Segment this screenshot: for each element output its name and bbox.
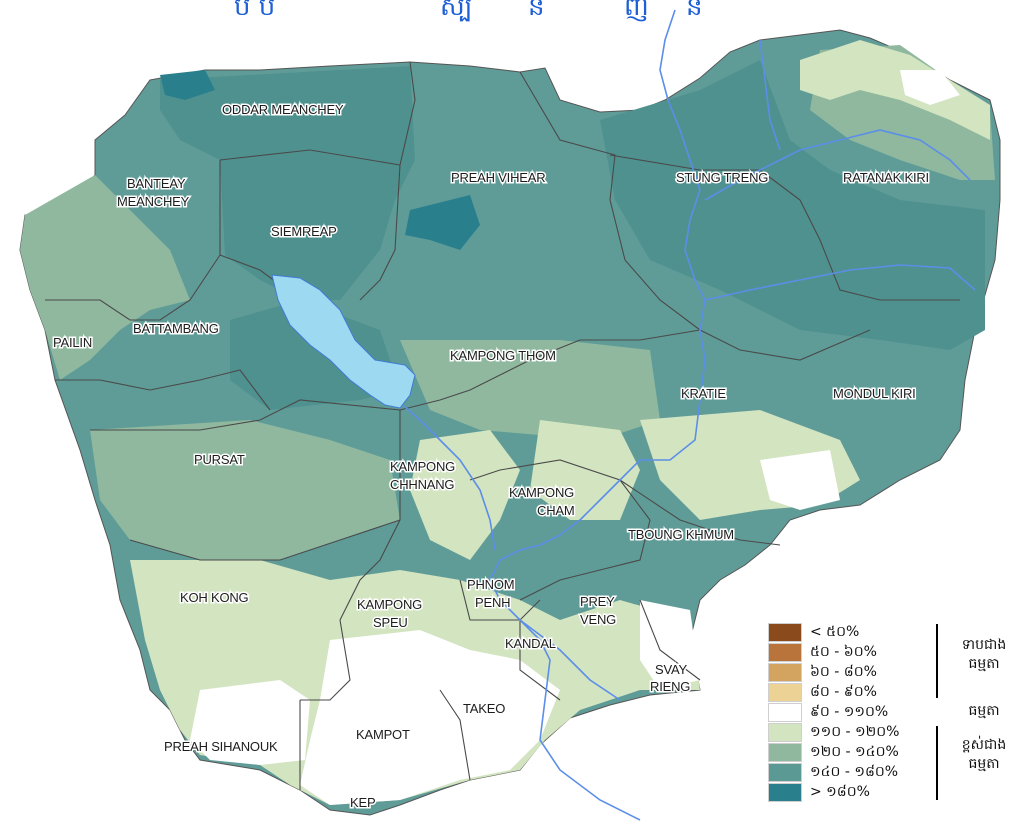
legend-label: > ១៨០% bbox=[810, 783, 870, 800]
zone-light bbox=[410, 430, 520, 560]
zone-darkest bbox=[405, 195, 480, 250]
zone-normal bbox=[900, 70, 960, 105]
province-label-battambang: BATTAMBANG bbox=[133, 321, 219, 336]
legend-item: ៦០ - ៨០% bbox=[768, 662, 877, 682]
legend-swatch bbox=[768, 782, 802, 802]
province-label-takeo: TAKEO bbox=[463, 701, 505, 716]
province-label-phnom-penh: PHNOM bbox=[467, 577, 514, 592]
legend-swatch bbox=[768, 682, 802, 702]
legend-item: > ១៨០% bbox=[768, 782, 870, 802]
province-label-kratie: KRATIE bbox=[681, 386, 726, 401]
province-label-prey-veng: PREY bbox=[580, 594, 615, 609]
province-label-kampong-cham: CHAM bbox=[537, 503, 574, 518]
zone-mid bbox=[90, 420, 400, 560]
legend-label: ១២០ - ១៤០% bbox=[810, 743, 899, 760]
province-label-kep: KEP bbox=[350, 795, 375, 810]
legend-label: ៦០ - ៨០% bbox=[810, 663, 877, 680]
province-label-kampong-speu: SPEU bbox=[373, 615, 408, 630]
legend-swatch bbox=[768, 662, 802, 682]
legend-swatch bbox=[768, 702, 802, 722]
legend-group-above-normal: ខ្ពស់ជាង ធម្មតា bbox=[961, 737, 1007, 772]
province-label-kampong-chhnang: CHHNANG bbox=[390, 477, 454, 492]
province-label-banteay-meanchey: MEANCHEY bbox=[117, 194, 190, 209]
title-fragment: ញ bbox=[624, 0, 649, 22]
legend-swatch bbox=[768, 622, 802, 642]
province-labels: ODDAR MEANCHEY PREAH VIHEAR STUNG TRENG … bbox=[52, 101, 931, 812]
zone-light bbox=[530, 420, 640, 520]
zone-normal bbox=[760, 450, 840, 510]
province-label-kandal: KANDAL bbox=[505, 636, 556, 651]
province-label-svay-rieng: RIENG bbox=[650, 679, 690, 694]
zone-normal bbox=[640, 600, 700, 690]
zone-darkest bbox=[160, 70, 215, 100]
province-label-preah-vihear: PREAH VIHEAR bbox=[451, 170, 545, 185]
legend-item: ១២០ - ១៤០% bbox=[768, 742, 899, 762]
zone-normal bbox=[300, 630, 560, 805]
province-label-pursat: PURSAT bbox=[194, 452, 245, 467]
zone-dark bbox=[600, 60, 985, 350]
zone-mid bbox=[400, 340, 660, 440]
legend-item: < ៥០% bbox=[768, 622, 859, 642]
zone-mid bbox=[20, 175, 190, 380]
province-label-kampong-cham: KAMPONG bbox=[509, 485, 574, 500]
province-label-kampot: KAMPOT bbox=[356, 727, 410, 742]
legend-group-below-normal: ទាបជាង ធម្មតា bbox=[961, 637, 1007, 672]
province-label-ratanak-kiri: RATANAK KIRI bbox=[843, 170, 929, 185]
province-label-kampong-chhnang: KAMPONG bbox=[390, 459, 455, 474]
rivers bbox=[403, 9, 976, 821]
legend-group-bracket bbox=[936, 624, 938, 698]
title-fragment: ន bbox=[686, 0, 703, 22]
legend-swatch bbox=[768, 722, 802, 742]
legend-group-bracket bbox=[936, 726, 938, 800]
legend-item: ៥០ - ៦០% bbox=[768, 642, 877, 662]
zone-light bbox=[800, 40, 990, 140]
province-label-siemreap: SIEMREAP bbox=[271, 224, 337, 239]
province-label-tboung-khmum: TBOUNG KHMUM bbox=[628, 527, 734, 542]
province-label-kampong-speu: KAMPONG bbox=[357, 597, 422, 612]
title-fragment: ស្ប bbox=[440, 0, 473, 22]
legend-item: ៨០ - ៩០% bbox=[768, 682, 877, 702]
legend-item: ១១០ - ១២០% bbox=[768, 722, 899, 742]
legend-swatch bbox=[768, 742, 802, 762]
province-label-oddar-meanchey: ODDAR MEANCHEY bbox=[222, 102, 344, 117]
legend-item: ១៤០ - ១៨០% bbox=[768, 762, 898, 782]
title-fragment: ន bbox=[528, 0, 545, 22]
province-label-banteay-meanchey: BANTEAY bbox=[127, 176, 186, 191]
legend-label: ១១០ - ១២០% bbox=[810, 723, 900, 740]
legend-swatch bbox=[768, 642, 802, 662]
legend-label: ៥០ - ៦០% bbox=[810, 643, 877, 660]
province-label-mondul-kiri: MONDUL KIRI bbox=[833, 386, 916, 401]
legend-label: ៨០ - ៩០% bbox=[810, 683, 877, 700]
zone-normal bbox=[190, 680, 310, 765]
legend-label: < ៥០% bbox=[810, 623, 860, 640]
zone-dark bbox=[160, 66, 415, 300]
legend-item: ៩០ - ១១០% bbox=[768, 702, 888, 722]
province-label-preah-sihanouk: PREAH SIHANOUK bbox=[164, 739, 278, 754]
legend-label: ១៤០ - ១៨០% bbox=[810, 763, 899, 780]
province-label-stung-treng: STUNG TRENG bbox=[676, 170, 768, 185]
province-label-kampong-thom: KAMPONG THOM bbox=[450, 348, 556, 363]
legend-label: ៩០ - ១១០% bbox=[810, 703, 889, 720]
province-label-koh-kong: KOH KONG bbox=[180, 590, 249, 605]
province-label-phnom-penh: PENH bbox=[475, 595, 510, 610]
province-label-svay-rieng: SVAY bbox=[655, 662, 687, 677]
legend-swatch bbox=[768, 762, 802, 782]
legend-group-normal: ធម្មតា bbox=[968, 703, 1000, 719]
province-label-pailin: PAILIN bbox=[53, 335, 92, 350]
province-label-prey-veng: VENG bbox=[580, 612, 616, 627]
tonle-sap-lake bbox=[271, 274, 416, 409]
title-fragment: ប ប bbox=[234, 0, 276, 22]
legend: < ៥០% ៥០ - ៦០% ៦០ - ៨០% ៨០ - ៩០% ៩០ - ១១… bbox=[768, 622, 1008, 802]
